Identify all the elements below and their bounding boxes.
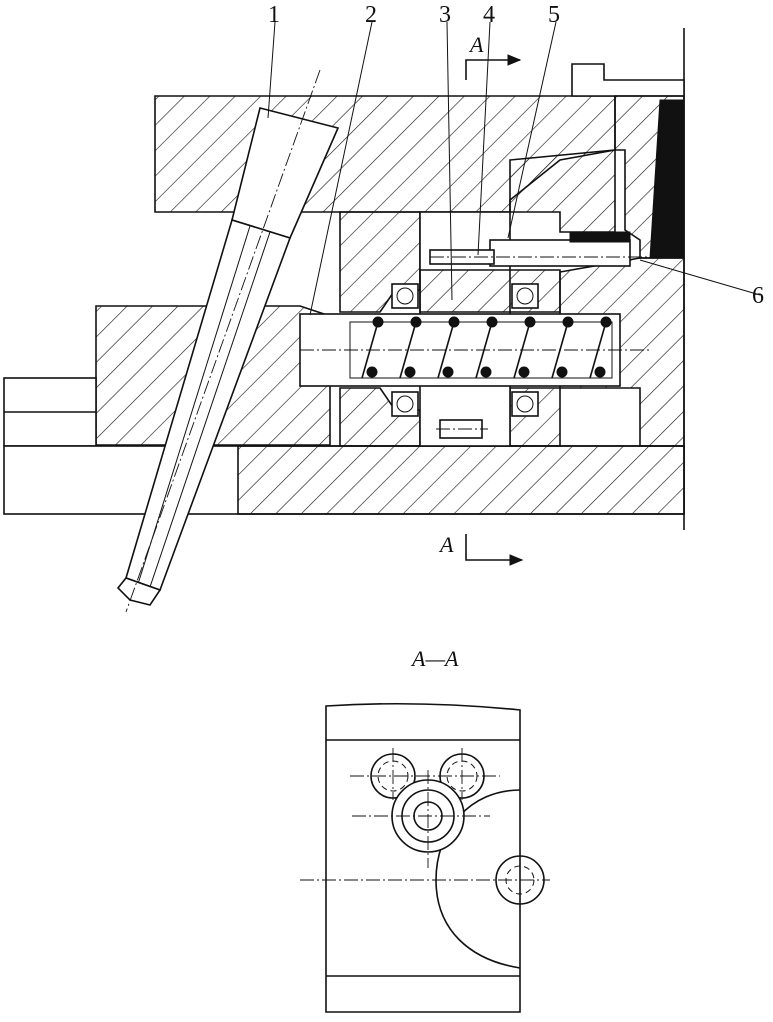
core-pin bbox=[489, 239, 631, 267]
top-wedge bbox=[509, 149, 616, 233]
section-arrow-top bbox=[465, 54, 522, 80]
base-plate bbox=[237, 445, 685, 515]
section-view-a-a: A—A bbox=[300, 646, 550, 1013]
part-label-3: 3 bbox=[439, 2, 451, 28]
thread-balls bbox=[366, 316, 612, 378]
section-mark-bottom: A bbox=[438, 532, 454, 557]
part-label-2: 2 bbox=[365, 2, 377, 28]
leader-lines bbox=[267, 21, 761, 316]
pin-seal bbox=[569, 231, 631, 243]
part-label-1: 1 bbox=[268, 2, 280, 28]
section-arrow-bottom bbox=[465, 534, 524, 566]
part-label-6: 6 bbox=[752, 283, 764, 309]
housing-right bbox=[559, 257, 685, 447]
bearings bbox=[391, 283, 539, 417]
part-label-5: 5 bbox=[548, 2, 560, 28]
top-right-step-block bbox=[571, 63, 685, 97]
part-label-4: 4 bbox=[483, 2, 495, 28]
main-section-view: 1 2 3 4 5 6 A A bbox=[3, 2, 764, 613]
section-view-title: A—A bbox=[410, 646, 459, 671]
inclined-drive-rod bbox=[116, 69, 340, 613]
section-outline bbox=[325, 702, 521, 1013]
section-mark-top: A bbox=[468, 32, 484, 57]
upper-nut-block bbox=[419, 269, 561, 313]
